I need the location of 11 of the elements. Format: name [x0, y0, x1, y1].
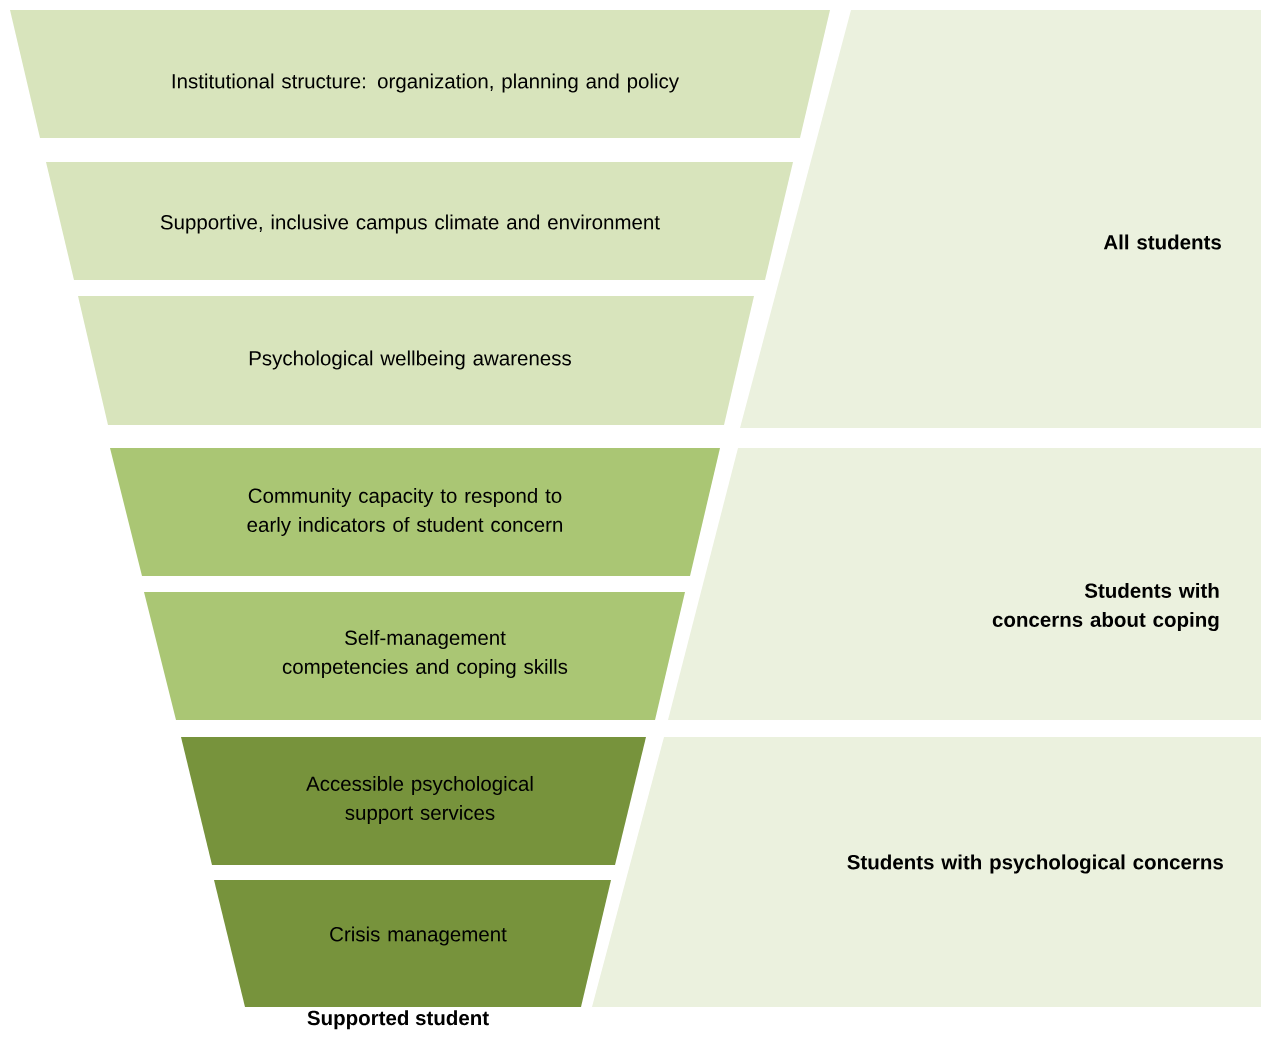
audience-band: Students with psychological concerns	[592, 737, 1261, 1007]
funnel-band: Self-management competencies and coping skills	[144, 592, 685, 720]
audience-band: All students	[740, 10, 1261, 428]
audience-band: Students with concerns about coping	[668, 448, 1261, 720]
funnel-band: Crisis management	[214, 880, 611, 1007]
funnel-band: Institutional structure: organization, planning and policy	[10, 10, 830, 138]
funnel-band: Community capacity to respond to early indicators of student concern	[110, 448, 720, 576]
beside-caption: Supported student	[307, 1010, 489, 1030]
funnel-band: Accessible psychological support services	[181, 737, 646, 865]
funnel-band: Psychological wellbeing awareness	[78, 296, 754, 425]
funnel-band: Supportive, inclusive campus climate and environment	[46, 162, 793, 280]
